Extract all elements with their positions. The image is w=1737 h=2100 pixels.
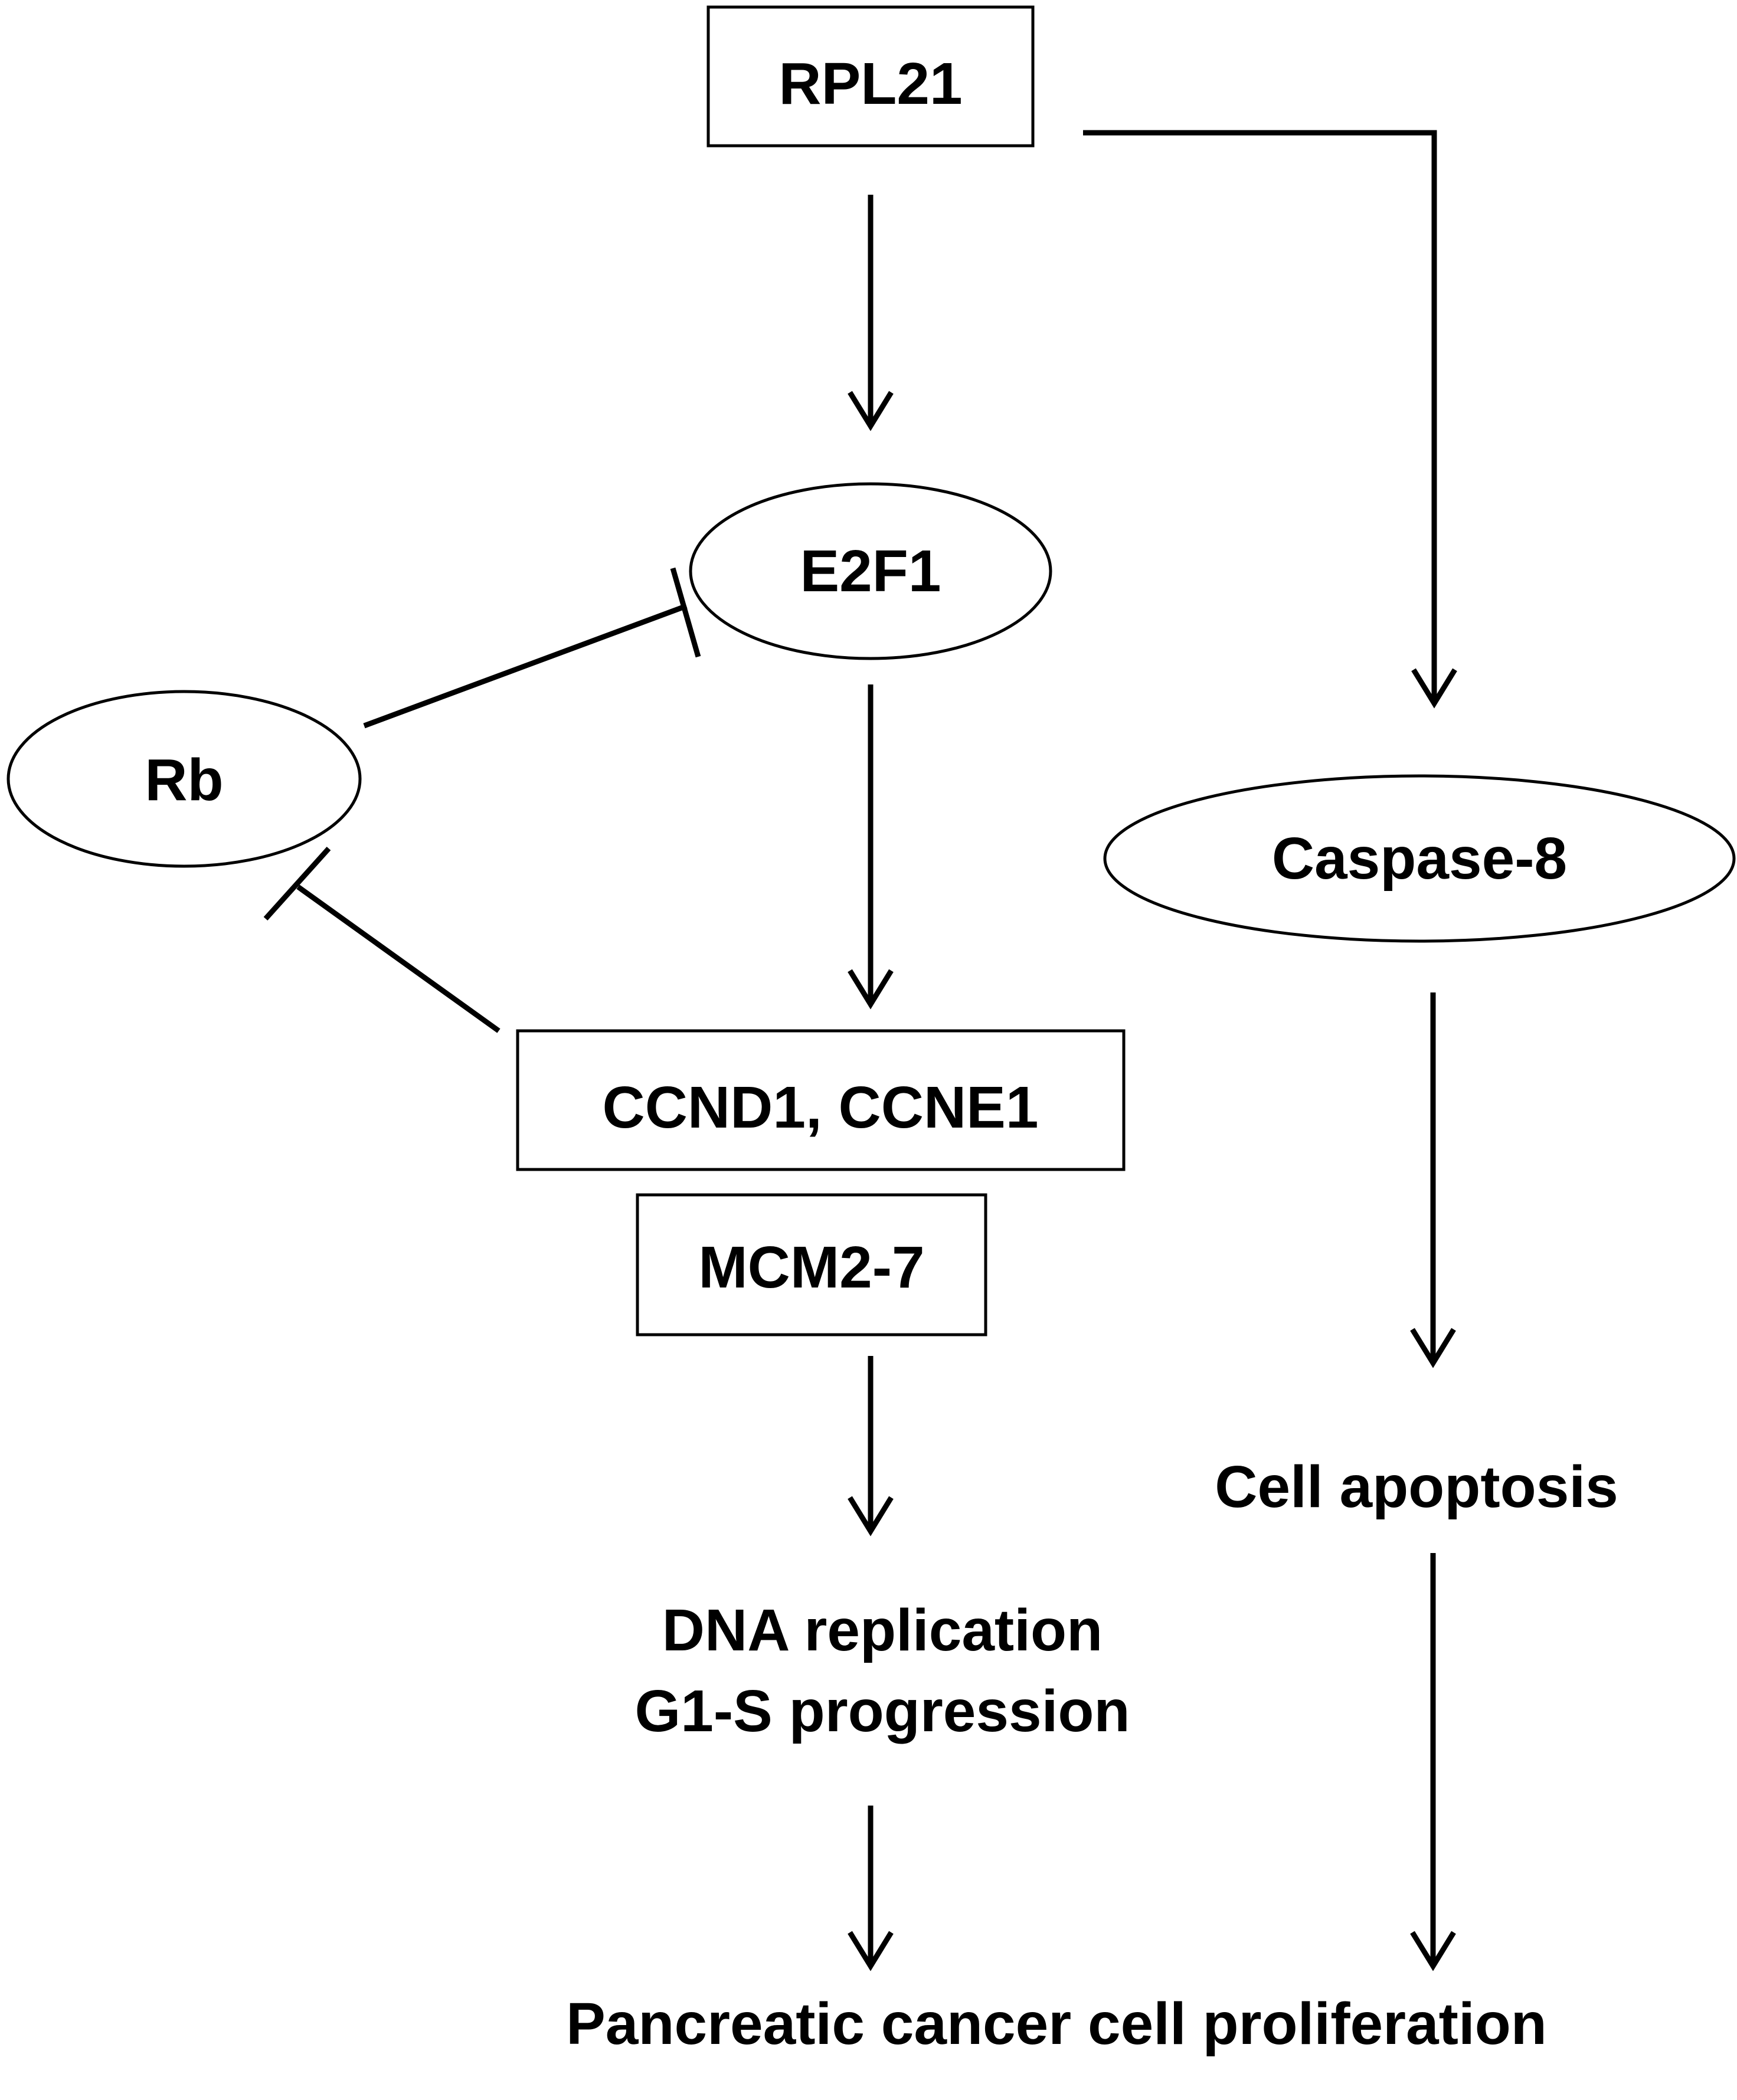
inhibition-rb-to-e2f1 <box>363 567 701 729</box>
inhibition-ccnd1-to-rb <box>263 846 501 1033</box>
arrow-caspase8-to-apoptosis <box>1410 992 1456 1368</box>
arrow-e2f1-to-ccnd1 <box>848 684 894 1010</box>
rpl21-label: RPL21 <box>778 51 962 117</box>
ccnd1-ccne1-node: CCND1, CCNE1 <box>516 1029 1126 1171</box>
arrow-mcm-to-dna-replication <box>848 1356 894 1536</box>
e2f1-node: E2F1 <box>689 482 1052 660</box>
g1s-progression-label: G1-S progression <box>634 1678 1130 1744</box>
rb-label: Rb <box>145 747 223 813</box>
arrow-rpl21-to-caspase8 <box>1083 130 1457 709</box>
arrow-apoptosis-to-proliferation <box>1410 1553 1456 1971</box>
mcm-label: MCM2-7 <box>698 1234 924 1300</box>
caspase8-label: Caspase-8 <box>1272 825 1567 892</box>
ccnd1-ccne1-label: CCND1, CCNE1 <box>602 1074 1038 1141</box>
e2f1-label: E2F1 <box>800 538 941 604</box>
rb-node: Rb <box>6 690 362 868</box>
dna-replication-label: DNA replication <box>662 1597 1103 1663</box>
proliferation-label: Pancreatic cancer cell proliferation <box>566 1991 1547 2057</box>
mcm-node: MCM2-7 <box>636 1193 987 1336</box>
arrow-g1s-to-proliferation <box>848 1806 894 1971</box>
rpl21-node: RPL21 <box>706 5 1035 148</box>
cell-apoptosis-label: Cell apoptosis <box>1215 1454 1618 1520</box>
caspase8-node: Caspase-8 <box>1103 774 1736 943</box>
arrow-rpl21-to-e2f1 <box>848 195 894 431</box>
